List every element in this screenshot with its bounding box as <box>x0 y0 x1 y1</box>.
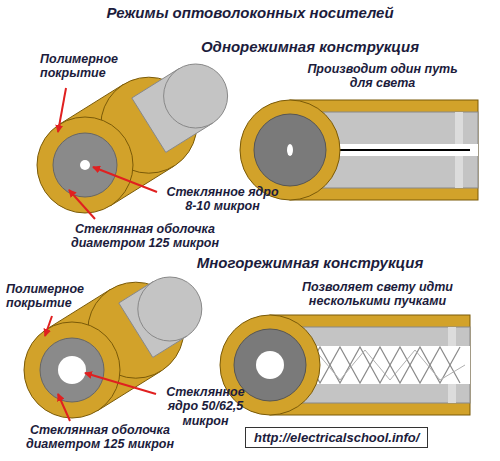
note-label: Позволяет свету идти несколькими пучками <box>285 280 470 309</box>
url-text: http://electricalschool.info/ <box>254 430 419 445</box>
part-label: Полимерное покрытие <box>40 52 135 81</box>
leader-arrows <box>45 88 157 421</box>
part-label: Стеклянная оболочка диаметром 125 микрон <box>15 423 185 452</box>
part-label: Полимерное покрытие <box>6 282 101 311</box>
note-label: Производит один путь для света <box>300 62 465 91</box>
part-label: Стеклянная оболочка диаметром 125 микрон <box>60 222 230 251</box>
section-heading: Однорежимная конструкция <box>170 38 450 55</box>
url-box: http://electricalschool.info/ <box>245 427 428 448</box>
part-label: Стеклянное ядро 8-10 микрон <box>160 185 285 214</box>
section-heading: Многорежимная конструкция <box>170 254 450 271</box>
part-label: Стеклянное ядро 50/62,5 микрон <box>158 385 253 428</box>
diagram-title: Режимы оптоволоконных носителей <box>0 4 500 21</box>
multimode-side-view <box>220 315 470 415</box>
